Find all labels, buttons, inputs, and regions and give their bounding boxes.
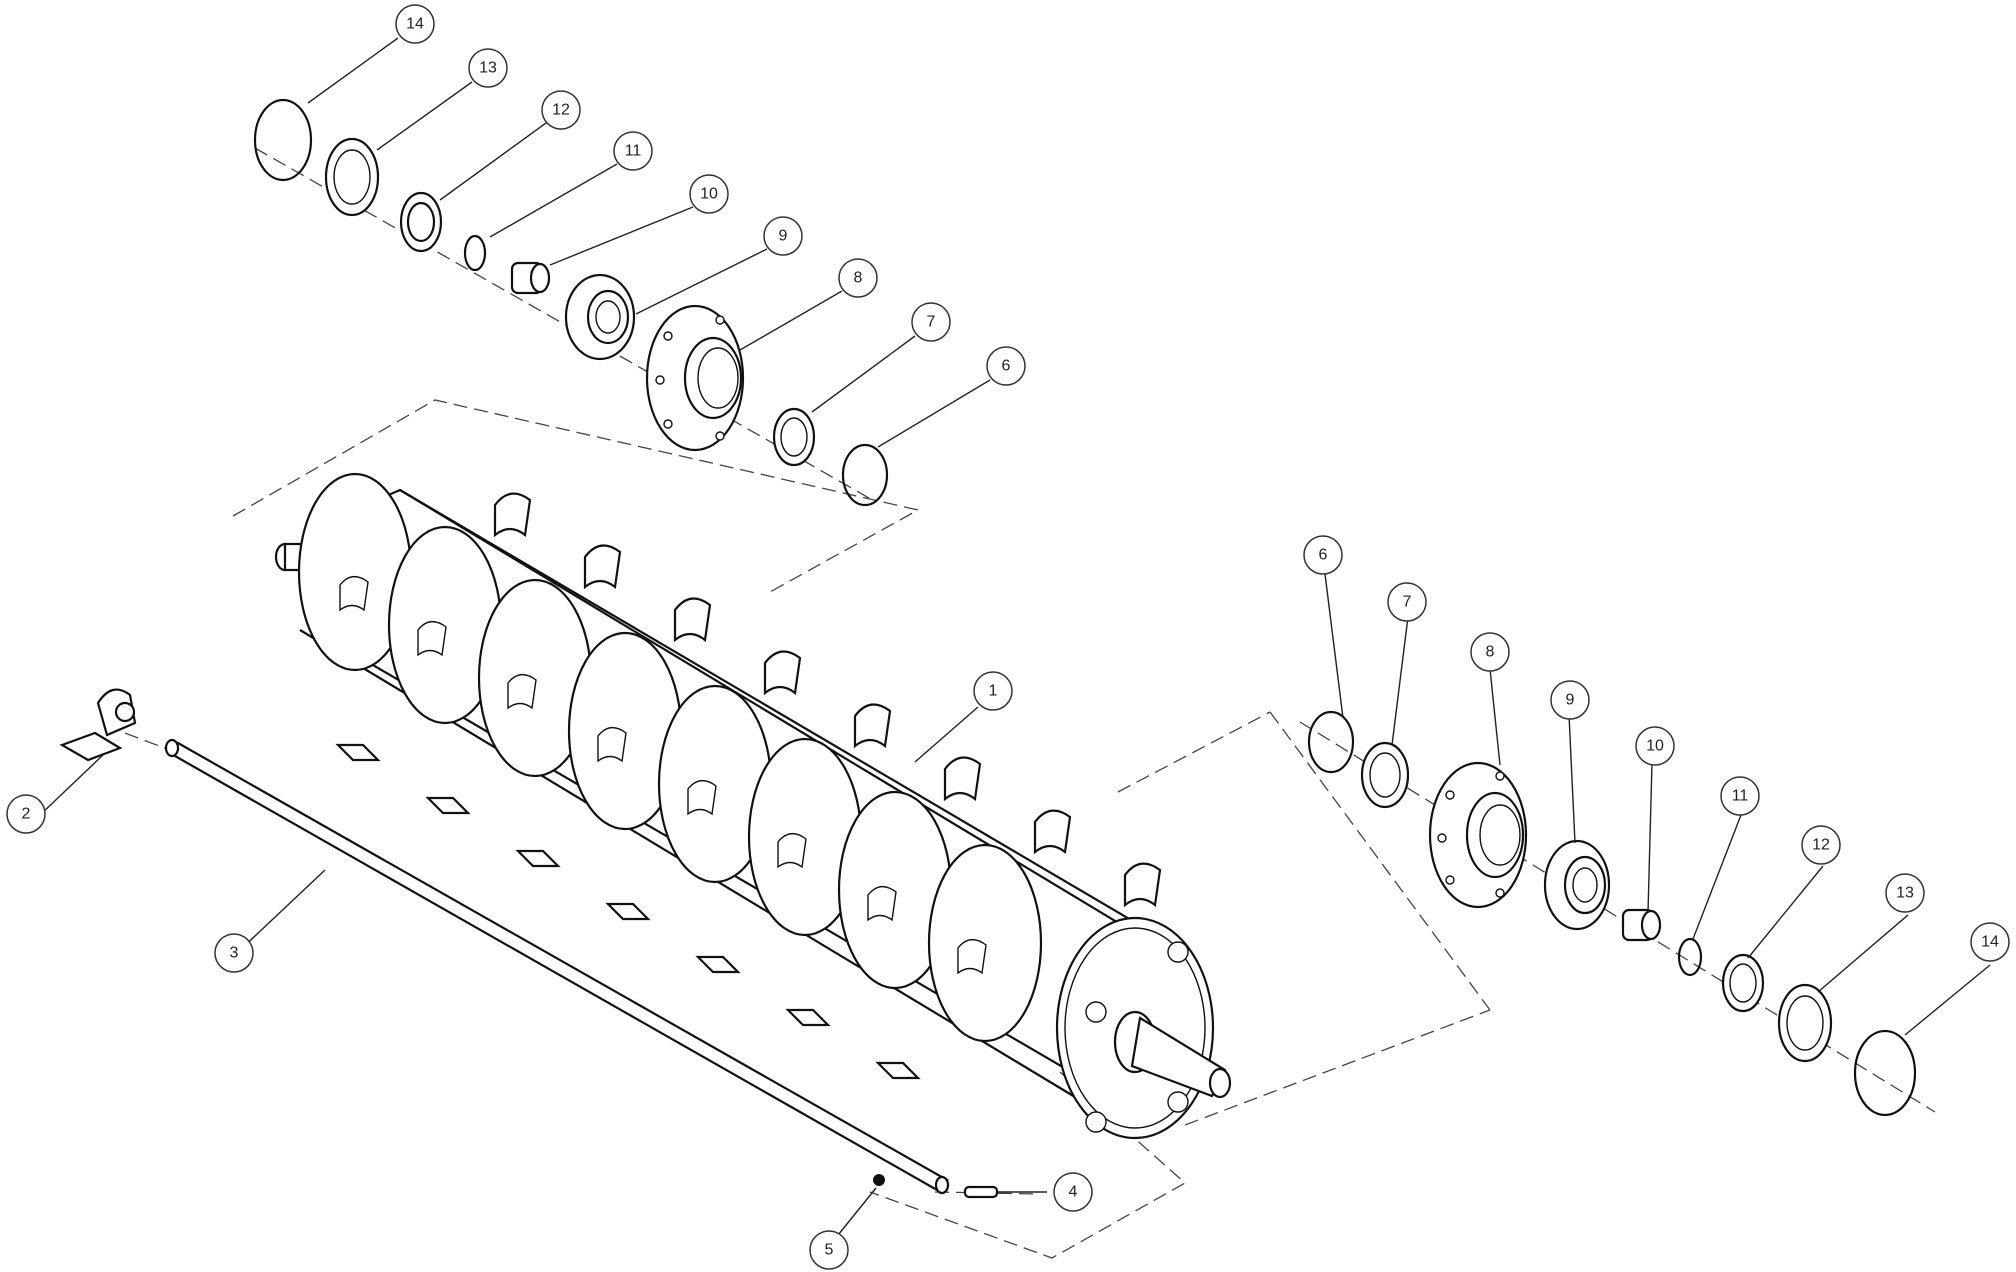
right-seal-13 [1777, 983, 1833, 1063]
callout-13-right: 13 [1885, 873, 1925, 913]
callout-6-right: 6 [1303, 535, 1343, 575]
callout-11-upper: 11 [613, 131, 653, 171]
svg-text:5: 5 [825, 1242, 834, 1259]
pin [963, 1185, 999, 1199]
ball [873, 1174, 885, 1186]
callouts: 14 13 12 11 10 9 8 7 6 1 2 3 4 5 6 7 8 9… [6, 4, 2010, 1270]
callout-1: 1 [973, 671, 1013, 711]
callout-14-right: 14 [1970, 922, 2010, 962]
callout-7-right: 7 [1387, 582, 1427, 622]
callout-7-upper: 7 [911, 302, 951, 342]
right-washer-7 [1360, 741, 1410, 809]
svg-text:9: 9 [779, 228, 788, 245]
rotor-drum [274, 472, 1232, 1140]
svg-text:7: 7 [1403, 594, 1412, 611]
svg-text:4: 4 [1069, 1184, 1078, 1201]
callout-3: 3 [214, 933, 254, 973]
drum-rings [297, 472, 1043, 1043]
svg-text:7: 7 [927, 314, 936, 331]
callout-11-right: 11 [1720, 776, 1760, 816]
right-bearing-9 [1543, 839, 1611, 931]
svg-text:3: 3 [230, 945, 239, 962]
upper-bearing-9 [564, 273, 636, 361]
upper-retaining-ring-14 [253, 98, 313, 182]
svg-text:9: 9 [1566, 692, 1575, 709]
svg-text:12: 12 [1812, 837, 1830, 854]
svg-text:13: 13 [479, 60, 497, 77]
callout-6-upper: 6 [986, 346, 1026, 386]
callout-10-right: 10 [1635, 726, 1675, 766]
assembly-centerlines [124, 147, 1936, 1259]
shaft-rod [164, 738, 950, 1195]
callout-5: 5 [809, 1230, 849, 1270]
svg-text:13: 13 [1896, 885, 1914, 902]
svg-text:1: 1 [989, 683, 998, 700]
right-snap-ring-11 [1677, 937, 1703, 977]
upper-seal-13 [324, 137, 380, 217]
right-part-chain [1307, 710, 1917, 1117]
upper-part-chain [253, 98, 889, 507]
right-retaining-ring-14 [1853, 1029, 1917, 1117]
callout-8-right: 8 [1470, 632, 1510, 672]
svg-text:2: 2 [22, 806, 31, 823]
drum-right-endplate [1055, 916, 1232, 1140]
callout-9-right: 9 [1550, 680, 1590, 720]
svg-text:12: 12 [552, 102, 570, 119]
svg-text:11: 11 [625, 143, 642, 160]
drum-paddles [335, 492, 1162, 1080]
svg-text:8: 8 [854, 270, 863, 287]
upper-snap-ring-11 [463, 234, 487, 272]
svg-text:11: 11 [1732, 788, 1749, 805]
right-seal-ring-12 [1721, 953, 1765, 1013]
callout-8-upper: 8 [838, 258, 878, 298]
callout-13-upper: 13 [468, 48, 508, 88]
callout-10-upper: 10 [689, 174, 729, 214]
callout-12-upper: 12 [541, 90, 581, 130]
callout-9-upper: 9 [763, 216, 803, 256]
svg-text:14: 14 [406, 16, 424, 33]
leader-lines [39, 37, 1991, 1246]
svg-text:6: 6 [1319, 547, 1328, 564]
upper-retaining-ring-6 [841, 443, 889, 507]
svg-text:14: 14 [1981, 934, 1999, 951]
svg-text:6: 6 [1002, 358, 1011, 375]
callout-4: 4 [1053, 1172, 1093, 1212]
callout-2: 2 [6, 794, 46, 834]
right-sleeve-10 [1621, 908, 1662, 942]
callout-14-upper: 14 [395, 4, 435, 44]
upper-washer-7 [772, 407, 816, 467]
svg-text:10: 10 [1646, 738, 1664, 755]
right-bearing-housing-8 [1428, 761, 1528, 909]
callout-12-right: 12 [1801, 825, 1841, 865]
bracket [59, 688, 137, 762]
svg-text:10: 10 [700, 186, 718, 203]
upper-bearing-housing-8 [645, 304, 745, 452]
upper-sleeve-10 [510, 261, 551, 295]
right-retaining-ring-6 [1307, 710, 1355, 774]
upper-seal-ring-12 [399, 191, 443, 253]
svg-text:8: 8 [1486, 644, 1495, 661]
